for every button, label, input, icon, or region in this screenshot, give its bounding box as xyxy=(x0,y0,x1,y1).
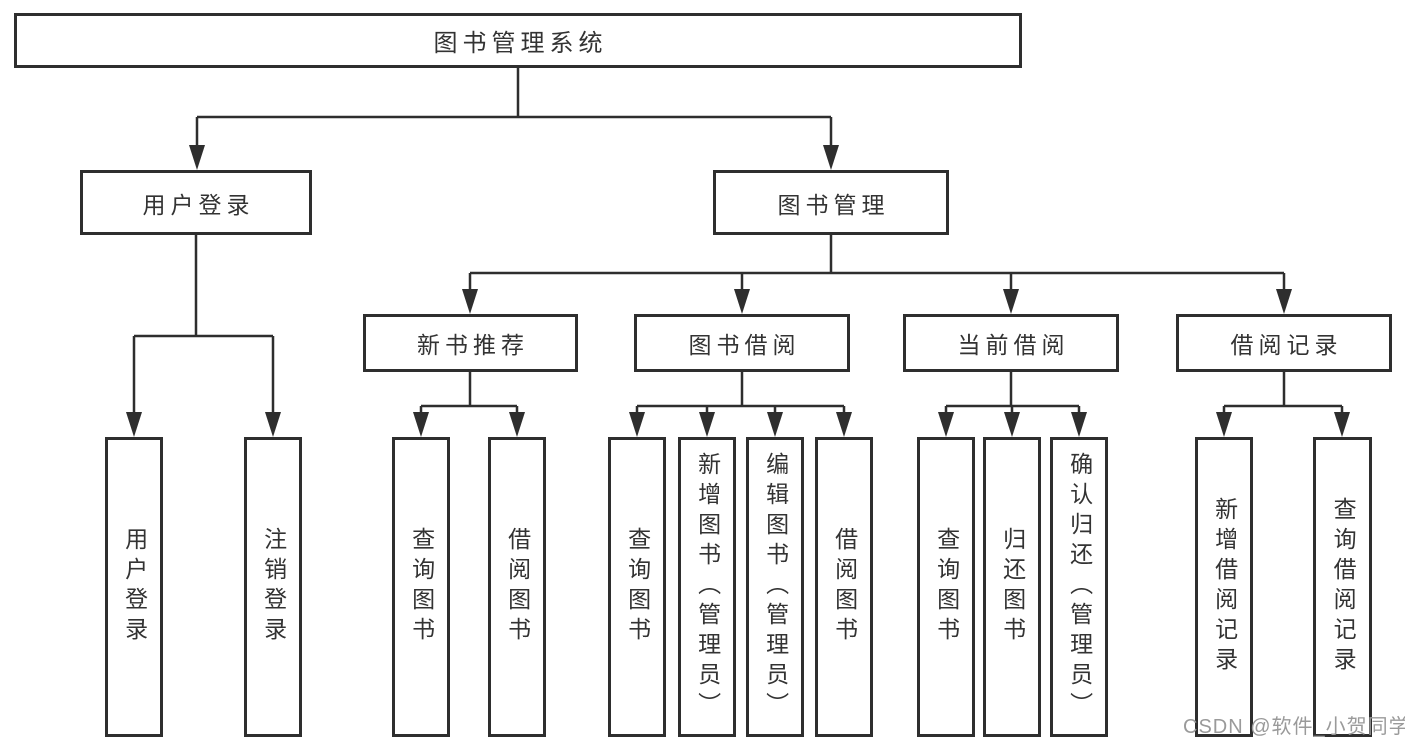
node-new-book-rec: 新书推荐 xyxy=(363,314,578,372)
leaf-edit-book-admin: 编辑图书（管理员） xyxy=(746,437,804,737)
leaf-add-book-admin: 新增图书（管理员） xyxy=(678,437,736,737)
leaf-borrow-book: 借阅图书 xyxy=(815,437,873,737)
leaf-query-book-borrow: 查询图书 xyxy=(608,437,666,737)
node-book-mgmt: 图书管理 xyxy=(713,170,949,235)
node-user-login: 用户登录 xyxy=(80,170,312,235)
leaf-borrow-book-rec: 借阅图书 xyxy=(488,437,546,737)
leaf-query-book-rec: 查询图书 xyxy=(392,437,450,737)
leaf-user-login: 用户登录 xyxy=(105,437,163,737)
node-root: 图书管理系统 xyxy=(14,13,1022,68)
node-current-borrow: 当前借阅 xyxy=(903,314,1119,372)
leaf-logout: 注销登录 xyxy=(244,437,302,737)
watermark: CSDN @软件_小贺同学 xyxy=(1183,716,1405,738)
leaf-return-book: 归还图书 xyxy=(983,437,1041,737)
leaf-query-book-current: 查询图书 xyxy=(917,437,975,737)
node-book-borrow: 图书借阅 xyxy=(634,314,850,372)
node-borrow-records: 借阅记录 xyxy=(1176,314,1392,372)
leaf-add-borrow-record: 新增借阅记录 xyxy=(1195,437,1253,737)
leaf-query-borrow-record: 查询借阅记录 xyxy=(1313,437,1372,737)
leaf-confirm-return-admin: 确认归还（管理员） xyxy=(1050,437,1108,737)
arrowhead-icons xyxy=(126,145,1350,437)
